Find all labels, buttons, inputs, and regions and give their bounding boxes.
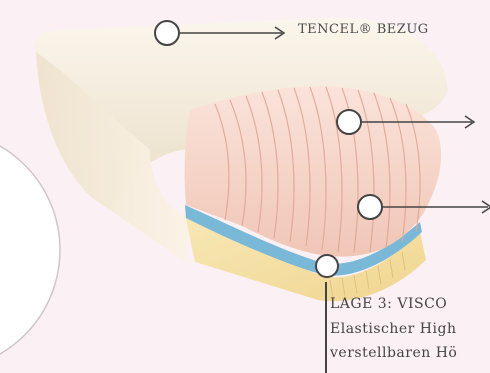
- callout-circle-icon: [337, 110, 361, 134]
- callout-leader-line: [325, 282, 327, 373]
- label-layer3-line1: Elastischer High: [330, 321, 456, 337]
- label-cover: TENCEL® BEZUG: [298, 22, 429, 37]
- background-circle: [0, 130, 60, 370]
- callout-circle-icon: [155, 21, 179, 45]
- callout-circle-icon: [316, 255, 338, 277]
- label-layer3-title: LAGE 3: VISCO: [330, 296, 447, 312]
- callout-circle-icon: [358, 195, 382, 219]
- label-layer3-line2: verstellbaren Hö: [330, 345, 457, 361]
